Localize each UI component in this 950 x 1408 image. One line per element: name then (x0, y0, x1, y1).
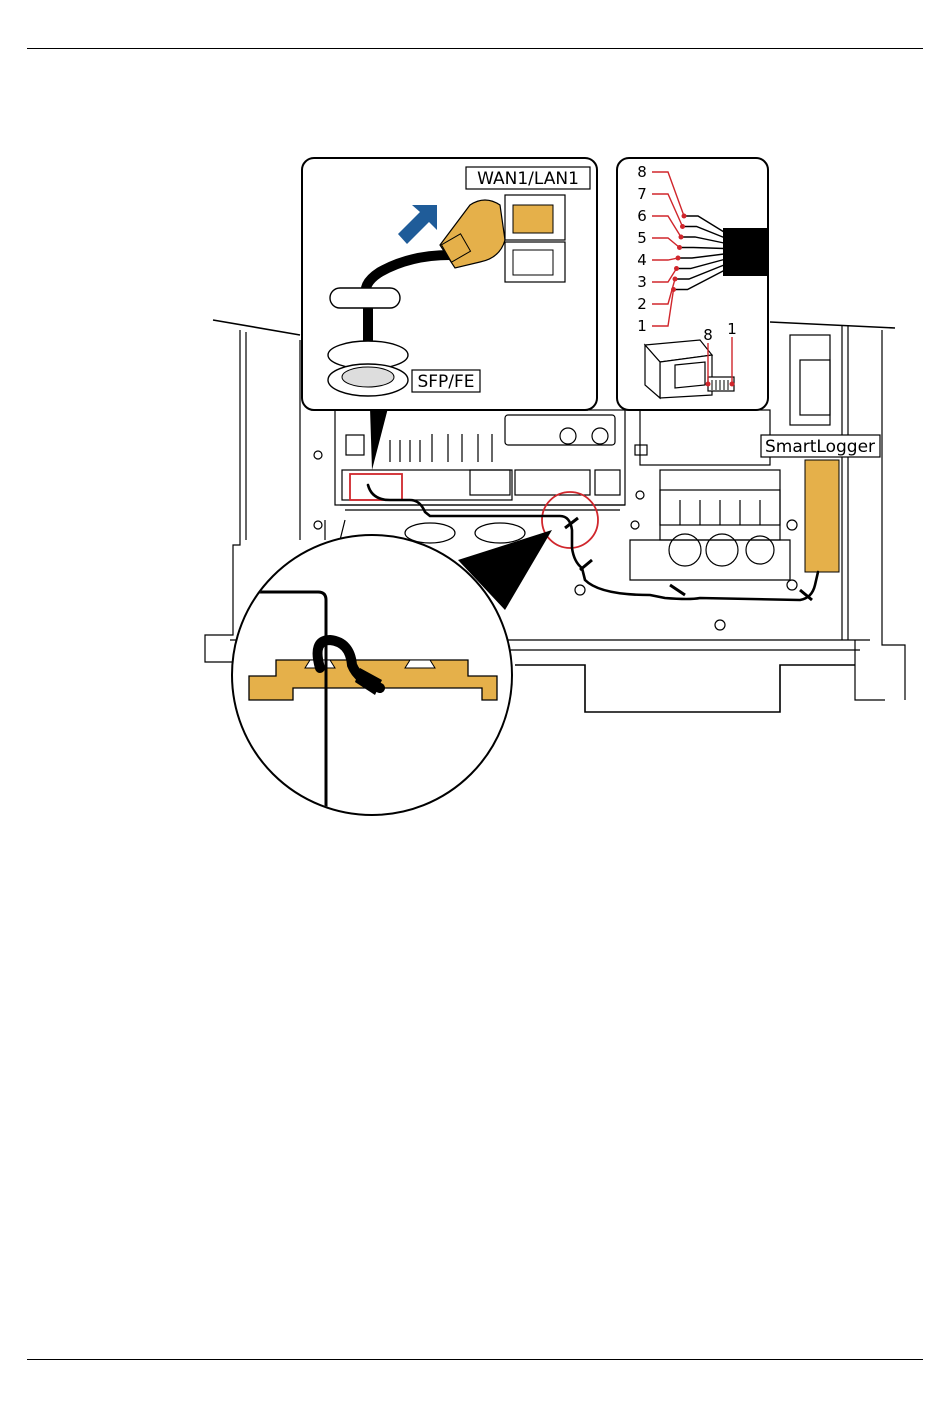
connector-pin-8-label: 8 (703, 326, 713, 344)
port-detail-panel: WAN1/LAN1 SFP/FE (302, 158, 597, 410)
pin-label-5: 5 (637, 229, 647, 247)
pin-label-7: 7 (637, 185, 647, 203)
pin-dot (679, 235, 684, 240)
pin-dot (680, 224, 685, 229)
smartlogger-device (805, 460, 839, 572)
smartlogger-label: SmartLogger (765, 437, 875, 457)
pin-label-6: 6 (637, 207, 647, 225)
sfp-fe-label: SFP/FE (417, 372, 474, 392)
callout-pointer-port (370, 408, 388, 470)
pin-label-2: 2 (637, 295, 647, 313)
pin-label-1: 1 (637, 317, 647, 335)
pin-dot (671, 287, 676, 292)
pin-dot (674, 266, 679, 271)
pinout-panel: 8 7 6 5 4 3 2 1 8 1 (617, 158, 768, 410)
pin-dot (677, 245, 682, 250)
pin-label-8: 8 (637, 163, 647, 181)
pin-dot (676, 256, 681, 261)
pin-label-4: 4 (637, 251, 647, 269)
pin-dot (673, 277, 678, 282)
pin-dot (682, 214, 687, 219)
cable-tie-detail (230, 535, 512, 830)
connector-pin-1-label: 1 (727, 320, 737, 338)
pin-label-3: 3 (637, 273, 647, 291)
wan-lan-label: WAN1/LAN1 (477, 169, 579, 189)
